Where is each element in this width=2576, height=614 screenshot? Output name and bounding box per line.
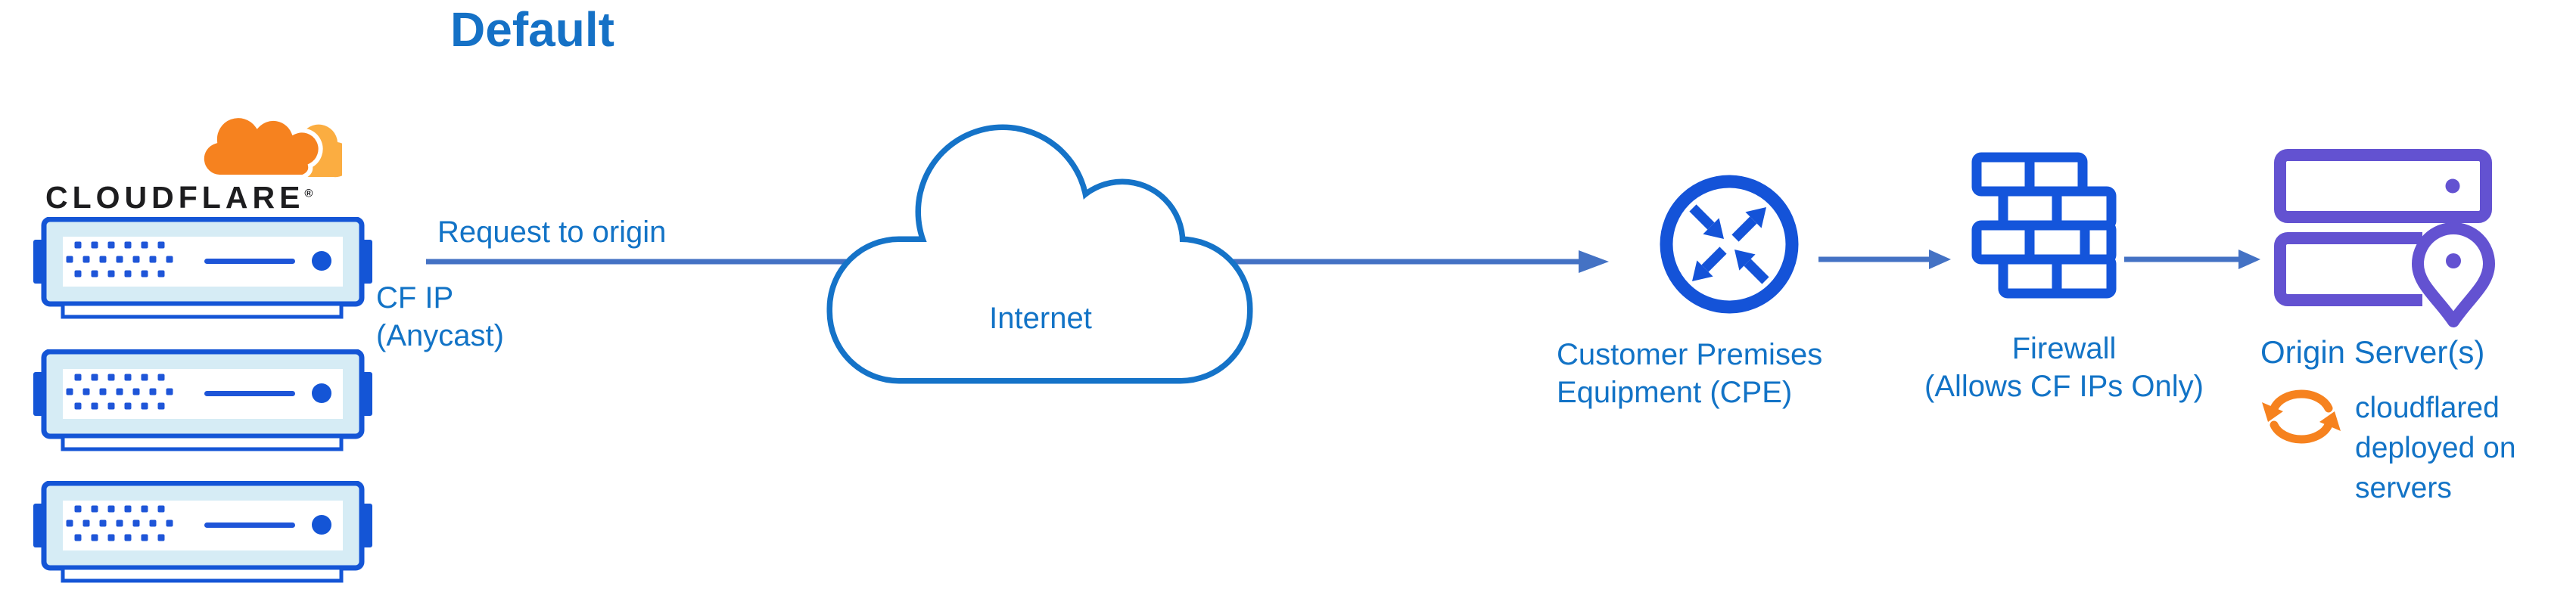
server-rack-icon xyxy=(33,217,373,323)
page-title: Default xyxy=(450,2,614,57)
firewall-label: Firewall (Allows CF IPs Only) xyxy=(1896,330,2232,405)
cloudflared-line2: deployed on xyxy=(2355,432,2516,464)
cpe-label-line2: Equipment (CPE) xyxy=(1557,376,1793,409)
cloud-outline-icon xyxy=(826,124,1253,384)
servers-location-pin-icon xyxy=(2274,149,2498,327)
cloudflare-wordmark: CLOUDFLARE® xyxy=(45,180,313,215)
sync-arrows-icon xyxy=(2262,389,2341,444)
cf-ip-anycast-label: CF IP (Anycast) xyxy=(376,279,504,355)
cpe-label: Customer Premises Equipment (CPE) xyxy=(1557,336,1822,411)
registered-mark: ® xyxy=(304,187,313,200)
cpe-label-line1: Customer Premises xyxy=(1557,338,1823,371)
router-circle-arrows-icon xyxy=(1660,175,1799,314)
server-rack-icon xyxy=(33,349,373,455)
firewall-label-line2: (Allows CF IPs Only) xyxy=(1924,370,2204,403)
cloudflared-label: cloudflared deployed on servers xyxy=(2355,388,2516,508)
cf-ip-line2: (Anycast) xyxy=(376,319,504,352)
server-rack-icon xyxy=(33,481,373,587)
firewall-label-line1: Firewall xyxy=(2011,332,2117,365)
request-to-origin-label: Request to origin xyxy=(437,216,667,249)
cloudflared-line1: cloudflared xyxy=(2355,392,2500,424)
cloudflared-line3: servers xyxy=(2355,472,2452,504)
origin-servers-label: Origin Server(s) xyxy=(2260,334,2485,370)
cloudflare-cloud-icon xyxy=(199,113,342,179)
cf-ip-line1: CF IP xyxy=(376,281,454,315)
internet-label: Internet xyxy=(989,302,1092,335)
brick-wall-icon xyxy=(1971,152,2117,299)
